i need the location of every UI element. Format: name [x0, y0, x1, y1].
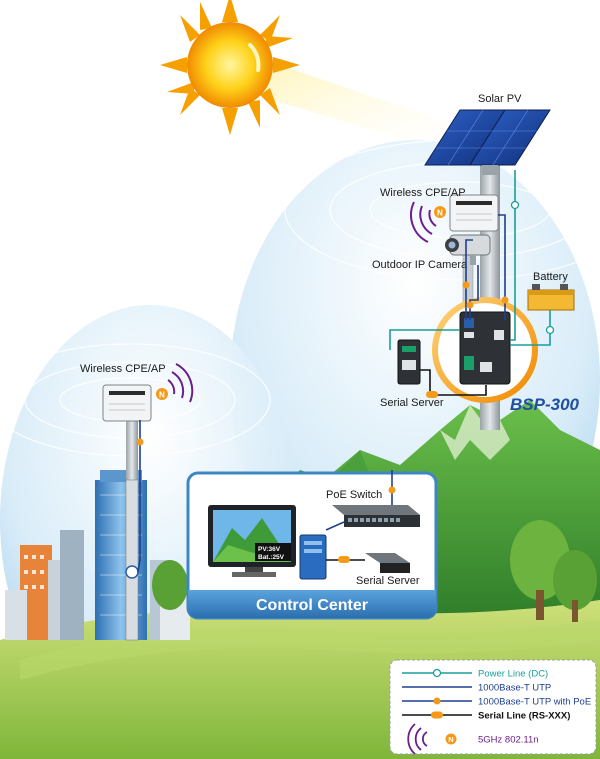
- n-badge-top: N: [434, 206, 446, 218]
- wireless-cpe-left-icon: [102, 384, 152, 422]
- control-center-panel: [186, 471, 438, 620]
- trees: [152, 520, 597, 622]
- serial-server-top-icon: [397, 339, 421, 385]
- connection-markers-right: [426, 200, 555, 398]
- connection-markers-cc: [338, 486, 396, 563]
- svg-text:1000Base-T UTP with PoE: 1000Base-T UTP with PoE: [478, 697, 591, 708]
- label-poe-switch: PoE Switch: [326, 489, 382, 501]
- label-serial-server-top: Serial Server: [380, 397, 444, 409]
- sun-icon: [160, 0, 470, 160]
- legend-item-utp: 1000Base-T UTP: [402, 683, 551, 694]
- wireless-signal-icon-left: [167, 363, 194, 403]
- legend-item-utp-poe: 1000Base-T UTP with PoE: [402, 697, 591, 708]
- legend-item-wireless: N 5GHz 802.11n: [407, 723, 539, 755]
- monitor-bat-readout: Bat.:25V: [258, 554, 285, 561]
- svg-text:N: N: [437, 209, 443, 218]
- n-badge-left: N: [156, 388, 168, 400]
- wireless-cpe-top-icon: [449, 194, 499, 232]
- ip-camera-icon: [445, 234, 491, 265]
- legend-item-power-line: Power Line (DC): [402, 669, 548, 680]
- poe-switch-icon: [332, 505, 420, 527]
- label-solar-pv: Solar PV: [478, 93, 522, 105]
- svg-text:5GHz 802.11n: 5GHz 802.11n: [478, 735, 539, 746]
- monitor-pv-readout: PV:36V: [258, 546, 281, 553]
- battery-icon: [527, 284, 575, 311]
- city-buildings: [5, 530, 190, 640]
- label-battery: Battery: [533, 271, 568, 283]
- label-ip-camera: Outdoor IP Camera: [372, 259, 468, 271]
- legend-item-serial: Serial Line (RS-XXX): [402, 711, 570, 722]
- monitor-icon: [208, 505, 296, 577]
- label-control-center: Control Center: [256, 597, 368, 614]
- legend: Power Line (DC) 1000Base-T UTP 1000Base-…: [389, 659, 597, 755]
- wireless-signal-icon-top: [410, 201, 437, 243]
- svg-text:N: N: [159, 391, 165, 400]
- connection-lines-right: [389, 170, 551, 396]
- connection-lines-left: [136, 420, 144, 573]
- solar-panel: [424, 109, 551, 175]
- svg-text:Power Line (DC): Power Line (DC): [478, 669, 548, 680]
- pc-tower-icon: [299, 534, 327, 580]
- svg-text:N: N: [448, 735, 453, 744]
- label-cpe-top: Wireless CPE/AP: [380, 187, 466, 199]
- svg-text:1000Base-T UTP: 1000Base-T UTP: [478, 683, 551, 694]
- serial-server-cc-icon: [365, 553, 410, 573]
- label-serial-server-cc: Serial Server: [356, 575, 420, 587]
- label-cpe-left: Wireless CPE/AP: [80, 363, 166, 375]
- svg-text:Serial Line (RS-XXX): Serial Line (RS-XXX): [478, 711, 570, 722]
- label-product: BSP-300: [510, 395, 580, 414]
- office-tower: [95, 415, 147, 641]
- bsp-300-device: [432, 297, 538, 403]
